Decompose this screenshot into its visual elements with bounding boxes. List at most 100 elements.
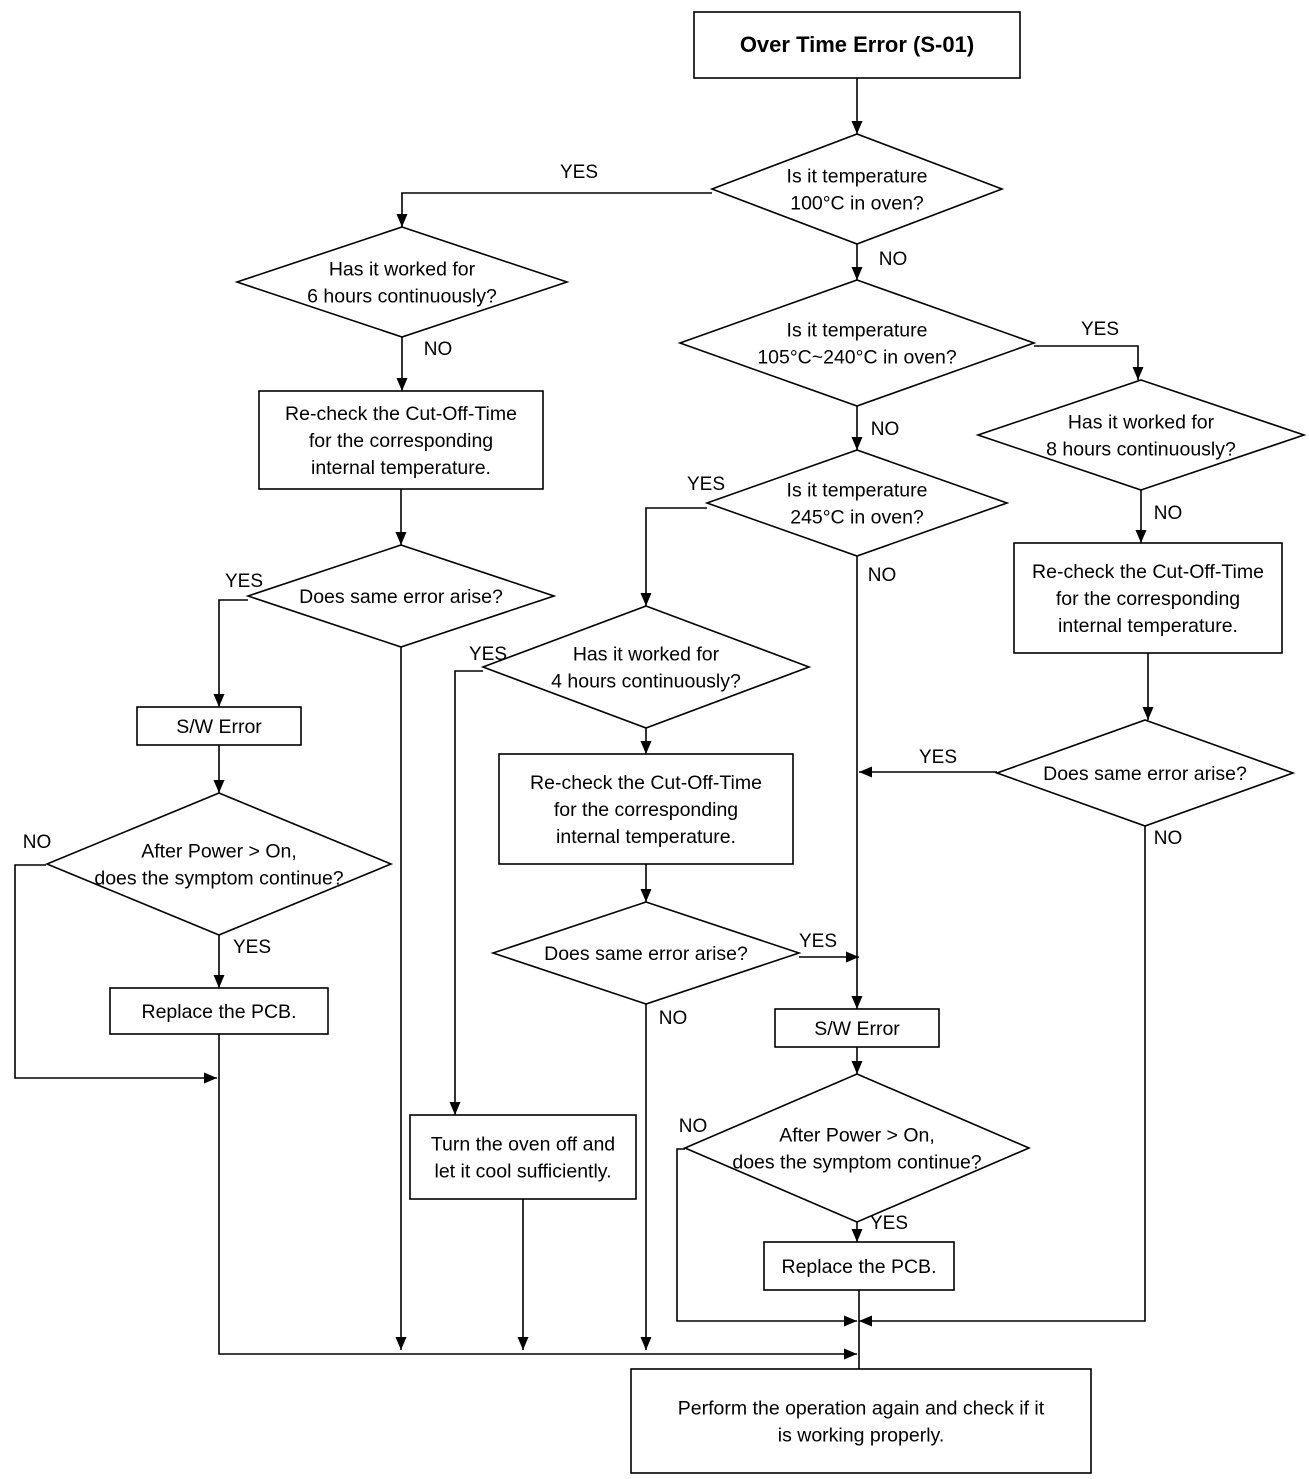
node-sameM: Does same error arise? <box>490 901 802 1005</box>
node-text-line: Is it temperature <box>787 166 928 188</box>
node-text-line: Replace the PCB. <box>141 1001 296 1023</box>
connectors <box>14 78 1154 1397</box>
node-text-line: internal temperature. <box>311 457 491 479</box>
node-text: Replace the PCB. <box>141 1001 296 1023</box>
node-text: Does same error arise? <box>1043 763 1247 785</box>
edge-label-powerR-yes: YES <box>870 1213 908 1234</box>
node-pcbR: Replace the PCB. <box>763 1241 955 1291</box>
node-text-line: for the corresponding <box>309 430 493 452</box>
process-box <box>693 11 1021 79</box>
edge-label-powerL-no: NO <box>23 832 52 853</box>
node-text: Replace the PCB. <box>781 1256 936 1278</box>
node-text-line: is working properly. <box>778 1425 945 1447</box>
node-text-line: S/W Error <box>176 716 262 738</box>
node-text-line: Re-check the Cut-Off-Time <box>530 772 762 794</box>
edge-label-q245-yes: YES <box>687 474 725 495</box>
node-text-line: Is it temperature <box>787 320 928 342</box>
node-text-line: 100°C in oven? <box>790 193 924 215</box>
edge-label-sameM-yes: YES <box>799 931 837 952</box>
decision-diamond <box>994 719 1296 827</box>
node-swR: S/W Error <box>774 1008 940 1048</box>
connector-line <box>401 192 712 227</box>
arrowhead <box>1135 530 1147 543</box>
node-powerL: After Power > On,does the symptom contin… <box>44 792 394 936</box>
node-text-line: 4 hours continuously? <box>551 671 741 693</box>
arrowhead <box>517 1337 529 1350</box>
decision-diamond <box>480 605 812 729</box>
process-box <box>774 1008 940 1048</box>
edge-label-sameR-no: NO <box>1154 828 1183 849</box>
decision-diamond <box>682 1073 1032 1223</box>
edge-label-q6h-no: NO <box>424 339 453 360</box>
node-q100: Is it temperature 100°C in oven? <box>709 133 1005 245</box>
node-text-line: Has it worked for <box>1068 412 1215 434</box>
arrowhead <box>1142 707 1154 720</box>
process-box <box>763 1241 955 1291</box>
arrowhead <box>851 1061 863 1074</box>
node-text-line: Is it temperature <box>787 480 928 502</box>
arrowhead <box>859 1315 872 1327</box>
node-text-line: S/W Error <box>814 1018 900 1040</box>
node-text-line: let it cool sufficiently. <box>434 1161 611 1183</box>
arrowhead <box>846 951 859 963</box>
edge-label-sameL-yes: YES <box>225 571 263 592</box>
arrowhead <box>395 532 407 545</box>
connector-line <box>1034 345 1139 380</box>
arrowhead <box>640 889 652 902</box>
node-text: Is it temperature 100°C in oven? <box>787 166 928 215</box>
connector-line <box>14 864 217 1079</box>
node-text: After Power > On,does the symptom contin… <box>94 841 343 890</box>
edge-label-powerR-no: NO <box>679 1116 708 1137</box>
arrowhead <box>851 121 863 134</box>
arrowhead <box>844 1348 857 1360</box>
process-box <box>630 1368 1092 1474</box>
arrowhead <box>213 694 225 707</box>
node-pcbL: Replace the PCB. <box>109 987 329 1035</box>
node-text-line: Replace the PCB. <box>781 1256 936 1278</box>
edge-label-q245-no: NO <box>868 565 897 586</box>
node-text-line: does the symptom continue? <box>94 868 343 890</box>
node-text-line: 6 hours continuously? <box>307 286 497 308</box>
arrowhead <box>640 1337 652 1350</box>
node-text-line: internal temperature. <box>1058 615 1238 637</box>
arrowhead <box>851 996 863 1009</box>
arrowhead <box>395 1337 407 1350</box>
arrowhead <box>640 593 652 606</box>
node-text-line: Over Time Error (S-01) <box>740 32 974 57</box>
decision-diamond <box>704 449 1010 557</box>
arrowhead <box>213 780 225 793</box>
node-text-line: Perform the operation again and check if… <box>678 1398 1045 1420</box>
arrowhead <box>204 1072 217 1084</box>
process-box <box>136 706 302 746</box>
process-box <box>1013 542 1283 654</box>
arrowhead <box>213 975 225 988</box>
edge-label-q4h-yes: YES <box>469 644 507 665</box>
node-powerR: After Power > On,does the symptom contin… <box>682 1073 1032 1223</box>
connector-line <box>218 599 248 707</box>
arrowhead <box>396 378 408 391</box>
connector-line <box>218 1034 857 1355</box>
edge-label-q105-yes: YES <box>1081 319 1119 340</box>
node-text-line: Turn the oven off and <box>431 1134 615 1156</box>
arrowhead <box>640 741 652 754</box>
node-text-line: Does same error arise? <box>299 586 503 608</box>
edge-label-q100-yes: YES <box>560 162 598 183</box>
node-text-line: for the corresponding <box>554 799 738 821</box>
connector-line <box>645 507 707 606</box>
decision-diamond <box>709 133 1005 245</box>
arrowhead <box>1132 367 1144 380</box>
connector-line <box>859 826 1146 1322</box>
process-box <box>409 1114 637 1200</box>
node-text-line: for the corresponding <box>1056 588 1240 610</box>
node-text: S/W Error <box>814 1018 900 1040</box>
